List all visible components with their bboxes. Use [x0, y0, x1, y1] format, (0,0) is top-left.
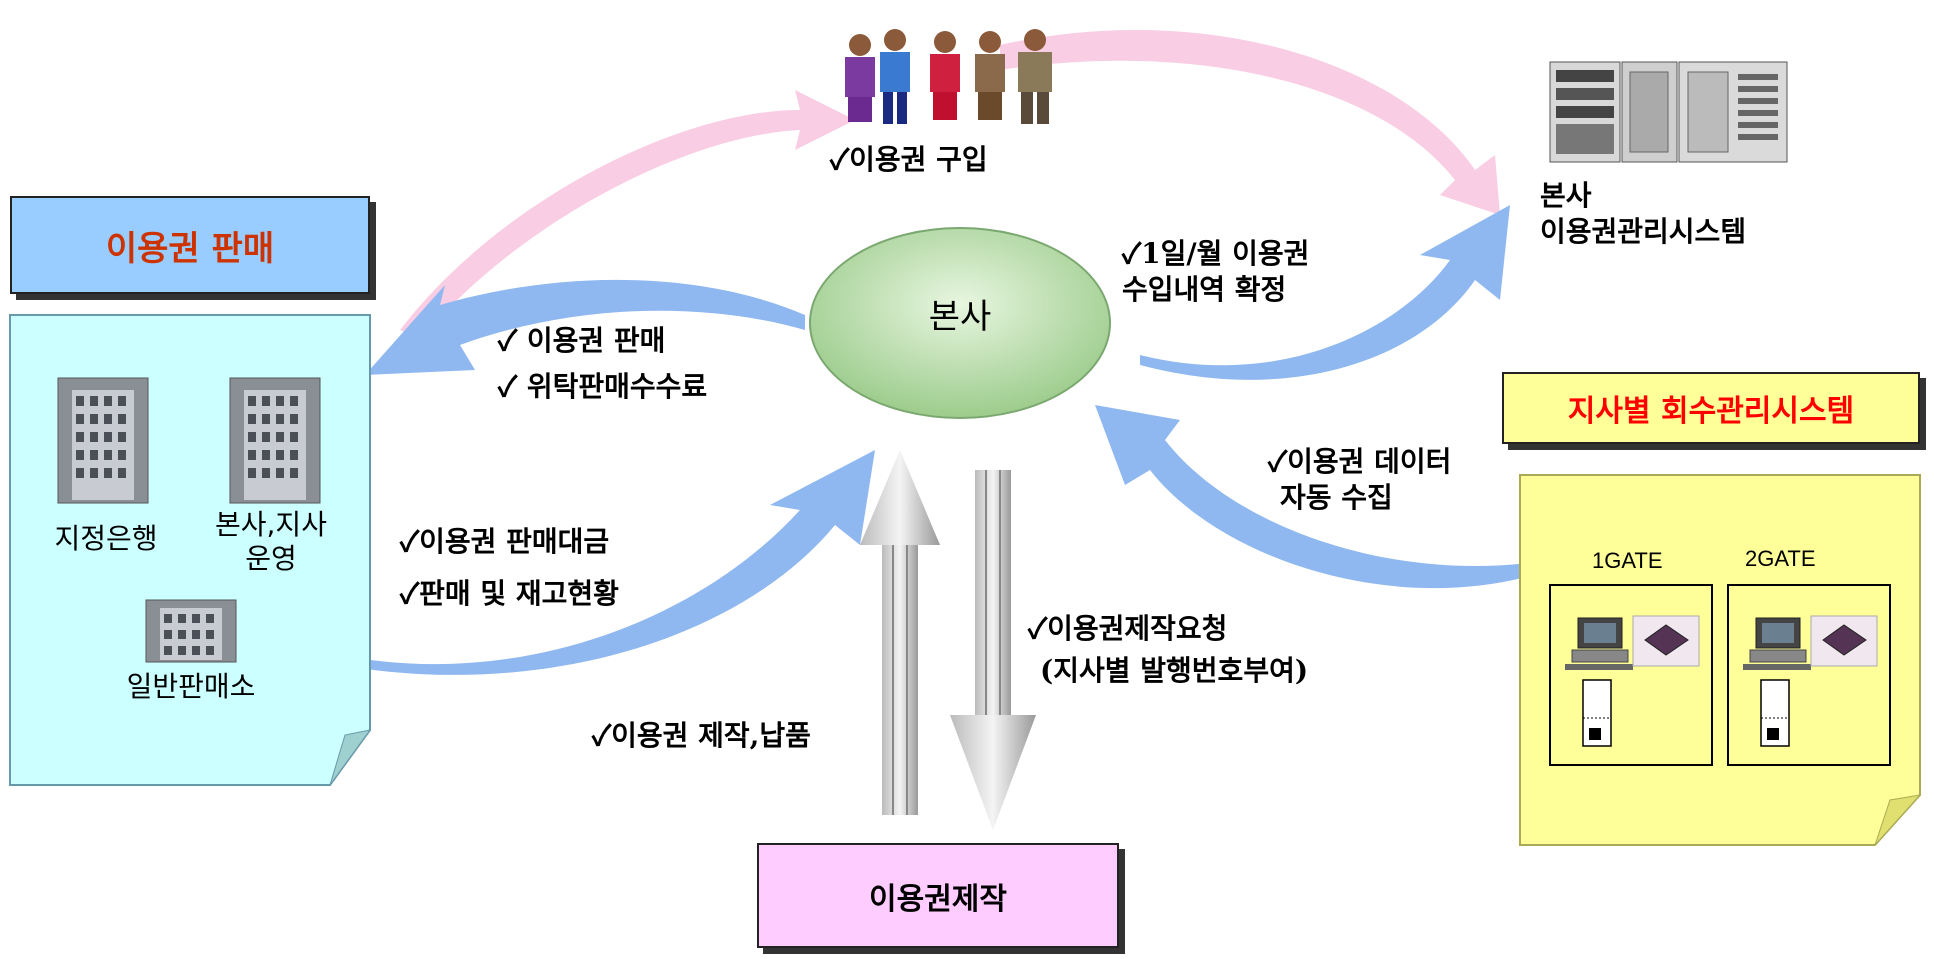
hq-building-icon [229, 377, 321, 504]
people-icon [845, 29, 1052, 124]
gate2-computer-icon [1743, 617, 1811, 670]
pink-arrow-left [400, 90, 855, 340]
blue-arrow-to-sales [365, 279, 805, 375]
sales-payment-line1: ✓이용권 판매대금 [400, 525, 610, 558]
sales-commission-label: ✓ 이용권 판매 ✓ 위탁판매수수료 [498, 318, 707, 410]
hq-branch-line1: 본사,지사 [215, 508, 327, 541]
arrow-up-production [860, 450, 940, 815]
sales-payment-label: ✓이용권 판매대금 ✓판매 및 재고현황 [400, 516, 619, 620]
data-collect-line2: 자동 수집 [1280, 481, 1393, 514]
production-request-line2: (지사별 발행번호부여) [1040, 654, 1309, 687]
server-icon [1549, 61, 1788, 163]
store-building-icon [145, 599, 237, 663]
hq-branch-line2: 운영 [245, 542, 297, 575]
general-store-label: 일반판매소 [126, 670, 256, 703]
branch-system-title: 지사별 회수관리시스템 [1567, 394, 1855, 429]
hq-system-label: 본사 이용권관리시스템 [1540, 178, 1746, 250]
production-request-label: ✓이용권제작요청 (지사별 발행번호부여) [1028, 608, 1308, 692]
arrow-down-request [950, 470, 1036, 830]
production-box: 이용권제작 [757, 843, 1119, 948]
center-ellipse [809, 227, 1111, 419]
production-request-line1: ✓이용권제작요청 [1028, 612, 1228, 645]
gate2-box [1727, 584, 1891, 766]
daily-monthly-line2: 수입내역 확정 [1122, 273, 1287, 306]
branch-system-title-box: 지사별 회수관리시스템 [1502, 372, 1920, 444]
data-collect-line1: ✓이용권 데이터 [1268, 445, 1452, 478]
sales-payment-line2: ✓판매 및 재고현황 [400, 577, 619, 610]
hq-system-line1: 본사 [1540, 179, 1592, 212]
gate2-label: 2GATE [1745, 546, 1816, 571]
sales-title-box: 이용권 판매 [10, 196, 370, 294]
sales-title: 이용권 판매 [105, 228, 275, 269]
gate1-box [1549, 584, 1713, 766]
gate1-label: 1GATE [1592, 548, 1663, 573]
bank-label: 지정은행 [54, 522, 158, 555]
hq-system-line2: 이용권관리시스템 [1540, 215, 1747, 248]
pink-arrow-top [1000, 29, 1500, 215]
sales-commission-line1: ✓ 이용권 판매 [498, 324, 666, 357]
purchase-label: ✓이용권 구입 [830, 143, 988, 176]
blue-arrow-from-branch [1095, 405, 1550, 589]
blue-arrow-to-center [340, 450, 875, 675]
branch-note [1519, 474, 1922, 846]
gate1-computer-icon [1565, 617, 1633, 670]
production-title: 이용권제작 [869, 881, 1007, 917]
data-collect-label: ✓이용권 데이터 자동 수집 [1268, 444, 1451, 516]
blue-arrow-to-hq [1140, 205, 1510, 380]
bank-building-icon [57, 377, 149, 504]
gate1-ticket-icon [1582, 679, 1612, 747]
daily-monthly-label: ✓1일/월 이용권 수입내역 확정 [1122, 236, 1309, 308]
center-label: 본사 [928, 297, 992, 337]
gate2-card-reader-icon [1810, 615, 1878, 667]
sales-commission-line2: ✓ 위탁판매수수료 [498, 370, 708, 403]
gate1-card-reader-icon [1632, 615, 1700, 667]
gate2-ticket-icon [1760, 679, 1790, 747]
production-delivery-label: ✓이용권 제작,납품 [592, 719, 811, 752]
daily-monthly-line1: ✓1일/월 이용권 [1122, 237, 1310, 270]
hq-branch-label: 본사,지사 운영 [196, 508, 346, 576]
